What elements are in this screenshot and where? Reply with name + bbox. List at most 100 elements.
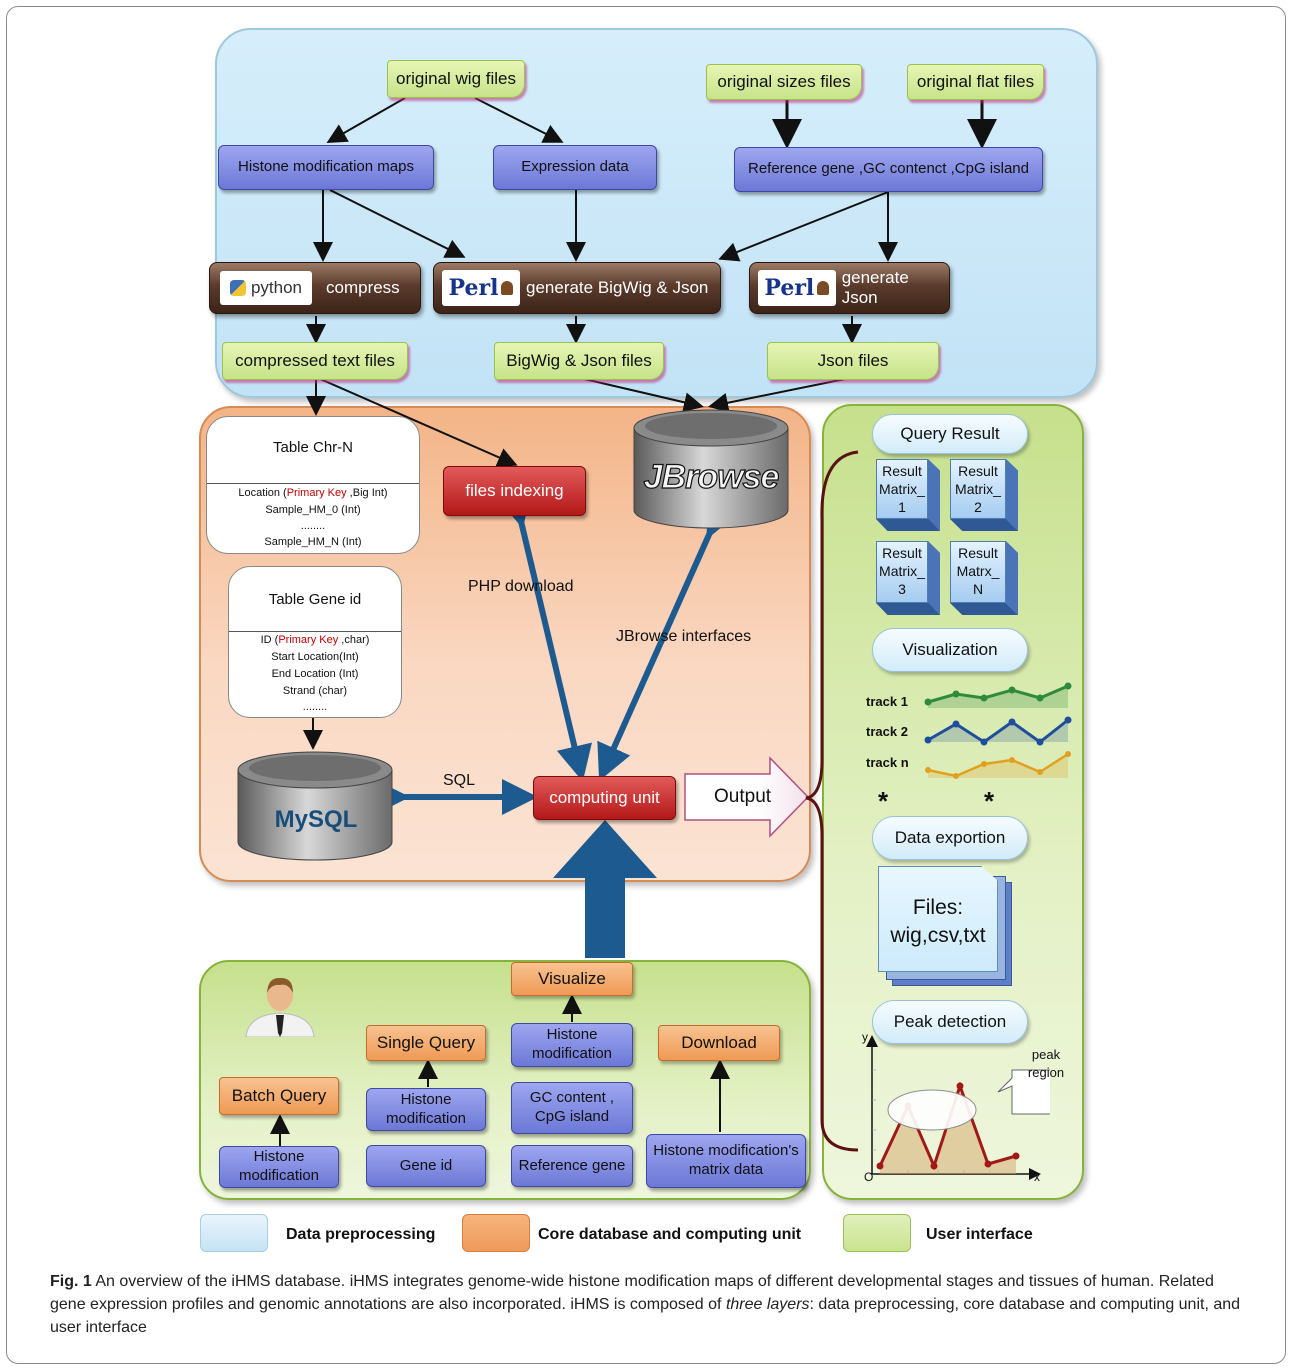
python-icon [229,280,246,296]
legend-swatch-core [462,1214,530,1252]
cube-face: Result Matrix_ 1 [876,459,928,519]
original-sizes-files-node: original sizes files [706,64,862,100]
expression-data-node: Expression data [493,145,657,190]
json-files-node: Json files [767,342,939,380]
caption-text-italic: three layers [725,1296,810,1314]
table-chr-row-2: Sample_HM_0 (Int) [265,504,361,516]
visualize-button[interactable]: Visualize [511,962,633,996]
figure-caption: Fig. 1 An overview of the iHMS database.… [50,1270,1250,1340]
jbrowse-logo: JBrowse [643,457,780,496]
perl-generate-bigwig-json-node: Perl generate BigWig & Json [433,262,721,314]
table-chr-title: Table Chr-N [272,439,354,456]
peak-detection-chart [866,1035,1050,1180]
gc-content-cpg-island-node: GC content , CpG island [511,1082,633,1134]
reference-gene-node: Reference gene [511,1145,633,1187]
batch-query-button[interactable]: Batch Query [219,1077,339,1115]
legend-swatch-ui [843,1214,911,1252]
legend-swatch-preprocessing [200,1214,268,1252]
compress-label: compress [326,278,400,297]
table-gene-id: Table Gene id ID (Primary Key ,char) Sta… [228,566,402,718]
table-chr-row-1: Location (Primary Key ,Big Int) [207,487,419,499]
histone-modification-batch-node: Histone modification [219,1146,339,1188]
axis-x-label: x [1034,1170,1040,1184]
python-logo: python [220,271,312,305]
generate-bigwig-json-label: generate BigWig & Json [526,278,709,297]
table-divider [229,631,401,632]
sql-label: SQL [443,772,476,789]
cube-bottom [876,519,940,531]
cube-bottom [876,603,940,615]
data-exportion-pill: Data exportion [872,816,1028,860]
asterisk-left: * [878,786,889,816]
peak-region-label: peak region [1027,1047,1065,1080]
cube-face: Result Matrx_ N [950,541,1006,603]
connector-arrows [270,97,997,1152]
perl-logo-text-1: Perl [448,275,499,301]
output-label: Output [714,786,772,807]
axis-y-label: y [862,1030,868,1044]
cube-side [928,541,940,615]
cube-side [928,459,940,531]
table-gene-row-4: Strand (char) [282,685,348,697]
table-gene-row-1: ID (Primary Key ,char) [229,634,401,646]
table-chr-n: Table Chr-N Location (Primary Key ,Big I… [206,416,420,554]
caption-text-1: An overview of the iHMS database. iHMS i… [50,1273,1214,1314]
python-logo-text: python [250,278,303,297]
perl-logo-2: Perl [758,270,836,306]
track-lines [924,682,1072,779]
table-chr-row-1-prefix: Location ( [238,487,287,499]
table-gene-row-1-prefix: ID ( [260,634,279,646]
perl-generate-json-node: Perl generate Json [749,262,950,314]
cube-face: Result Matrix_ 2 [950,459,1006,519]
original-wig-files-node: original wig files [387,60,525,98]
legend-label-ui: User interface [926,1226,1033,1243]
result-matrix-2: Result Matrix_ 2 [950,459,1020,531]
table-divider [207,483,419,484]
single-query-button[interactable]: Single Query [366,1025,486,1061]
result-matrix-1: Result Matrix_ 1 [876,459,940,531]
reference-gc-cpg-node: Reference gene ,GC contenct ,CpG island [734,147,1043,192]
cube-side [1006,459,1018,531]
generate-json-label: generate Json [841,268,909,307]
cube-bottom [950,519,1018,531]
download-button[interactable]: Download [658,1025,780,1061]
mysql-database-icon [237,751,393,861]
camel-icon [501,281,514,295]
cube-face: Result Matrix_ 3 [876,541,928,603]
table-gene-row-2: Start Location(Int) [271,651,359,663]
histone-modification-single-node: Histone modification [366,1088,486,1131]
peak-detection-pill: Peak detection [872,1000,1028,1044]
mysql-logo: MySQL [274,806,358,833]
files-label-1: Files: [912,896,964,919]
table-gene-row-1-suffix: ,char) [338,634,370,646]
php-download-label: PHP download [468,578,574,595]
cube-bottom [950,603,1018,615]
legend-label-preprocessing: Data preprocessing [286,1226,436,1243]
table-gene-row-3: End Location (Int) [271,668,359,680]
figure-frame [6,6,1286,1364]
cube-side [1006,541,1018,615]
output-panel [822,404,1084,1200]
track-2-label: track 2 [866,724,908,739]
compressed-text-files-node: compressed text files [222,342,408,380]
table-gene-row-5: ........ [302,701,328,713]
axis-origin-label: O [864,1170,874,1184]
python-compress-node: python compress [209,262,421,314]
histone-matrix-data-node: Histone modification's matrix data [646,1134,806,1188]
asterisk-right: * [984,786,995,816]
primary-key-label: Primary Key [278,634,339,646]
table-chr-row-1-suffix: ,Big Int) [346,487,388,499]
result-matrix-3: Result Matrix_ 3 [876,541,940,617]
gene-id-node: Gene id [366,1145,486,1187]
query-result-pill: Query Result [872,414,1028,454]
table-gene-title: Table Gene id [268,591,362,608]
table-chr-row-4: Sample_HM_N (Int) [264,536,362,548]
files-label-2: wig,csv,txt [890,924,986,947]
legend-label-core: Core database and computing unit [538,1226,802,1243]
files-indexing-node: files indexing [443,466,586,516]
primary-key-label: Primary Key [286,487,347,499]
perl-logo-1: Perl [442,270,520,306]
result-matrix-n: Result Matrx_ N [950,541,1020,617]
user-avatar-icon [245,977,315,1037]
track-n-label: track n [866,755,909,770]
